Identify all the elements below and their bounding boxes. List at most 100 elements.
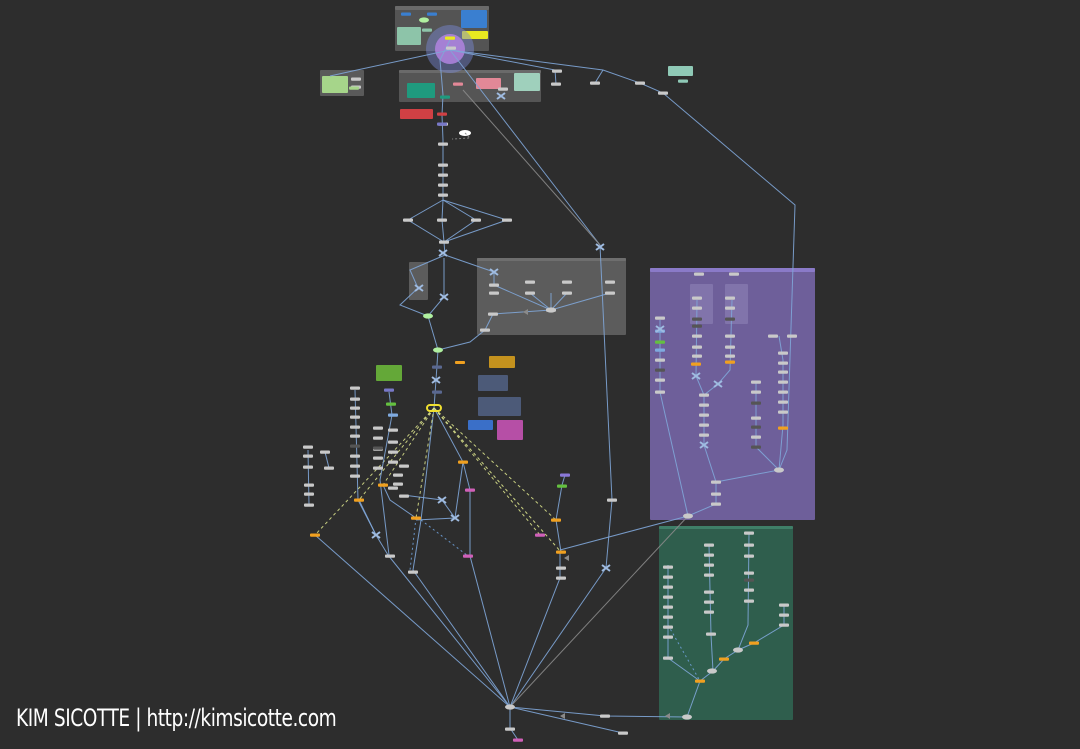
graph-node[interactable] — [350, 425, 360, 429]
graph-node[interactable] — [373, 446, 383, 450]
dot-node[interactable] — [733, 647, 743, 653]
graph-node[interactable] — [422, 28, 432, 32]
graph-node[interactable] — [350, 474, 360, 478]
graph-node[interactable] — [350, 444, 360, 448]
graph-node[interactable] — [525, 280, 535, 284]
merge-node[interactable] — [489, 268, 499, 276]
swatch-slate-wide-node[interactable] — [478, 397, 521, 416]
graph-node[interactable] — [551, 82, 561, 86]
graph-node[interactable] — [655, 390, 665, 394]
graph-node[interactable] — [385, 554, 395, 558]
graph-node[interactable] — [388, 440, 398, 444]
graph-node[interactable] — [699, 403, 709, 407]
graph-node[interactable] — [704, 590, 714, 594]
graph-node[interactable] — [373, 426, 383, 430]
graph-node[interactable] — [427, 12, 437, 16]
graph-node[interactable] — [590, 81, 600, 85]
backdrop-purple[interactable] — [650, 268, 815, 520]
graph-node[interactable] — [779, 623, 789, 627]
graph-node[interactable] — [350, 415, 360, 419]
graph-node[interactable] — [562, 280, 572, 284]
graph-node[interactable] — [432, 365, 442, 369]
graph-node[interactable] — [699, 393, 709, 397]
graph-node[interactable] — [678, 79, 688, 83]
graph-node[interactable] — [437, 218, 447, 222]
graph-node[interactable] — [704, 610, 714, 614]
graph-node[interactable] — [744, 588, 754, 592]
graph-node[interactable] — [393, 473, 403, 477]
graph-node[interactable] — [655, 348, 665, 352]
graph-node[interactable] — [778, 390, 788, 394]
graph-node[interactable] — [303, 445, 313, 449]
merge-node[interactable] — [437, 496, 447, 504]
graph-node[interactable] — [744, 554, 754, 558]
graph-node[interactable] — [691, 362, 701, 366]
graph-node[interactable] — [658, 91, 668, 95]
graph-node[interactable] — [399, 464, 409, 468]
graph-node[interactable] — [692, 296, 702, 300]
graph-node[interactable] — [513, 738, 523, 742]
graph-node[interactable] — [751, 435, 761, 439]
graph-node[interactable] — [618, 731, 628, 735]
graph-node[interactable] — [778, 426, 788, 430]
graph-node[interactable] — [704, 543, 714, 547]
graph-node[interactable] — [556, 550, 566, 554]
graph-node[interactable] — [699, 413, 709, 417]
graph-node[interactable] — [304, 503, 314, 507]
graph-node[interactable] — [349, 86, 359, 90]
graph-node[interactable] — [351, 77, 361, 81]
graph-node[interactable] — [453, 82, 463, 86]
merge-node[interactable] — [414, 284, 424, 292]
graph-node[interactable] — [388, 460, 398, 464]
graph-node[interactable] — [502, 218, 512, 222]
graph-node[interactable] — [505, 727, 515, 731]
backdrop-green[interactable] — [659, 526, 793, 720]
graph-node[interactable] — [388, 450, 398, 454]
graph-node[interactable] — [324, 466, 334, 470]
graph-node[interactable] — [725, 334, 735, 338]
merge-node[interactable] — [438, 249, 448, 257]
graph-node[interactable] — [711, 502, 721, 506]
graph-node[interactable] — [440, 95, 450, 99]
graph-node[interactable] — [699, 433, 709, 437]
graph-node[interactable] — [744, 543, 754, 547]
dot-node[interactable] — [433, 347, 443, 353]
graph-node[interactable] — [350, 406, 360, 410]
graph-node[interactable] — [439, 240, 449, 244]
graph-node[interactable] — [458, 460, 468, 464]
merge-node[interactable] — [691, 372, 701, 380]
graph-node[interactable] — [354, 498, 364, 502]
graph-node[interactable] — [749, 641, 759, 645]
swatch-gold-node[interactable] — [489, 356, 515, 368]
graph-node[interactable] — [663, 635, 673, 639]
graph-node[interactable] — [778, 410, 788, 414]
orange-small-node[interactable] — [455, 361, 465, 364]
merge-node[interactable] — [431, 376, 441, 384]
graph-node[interactable] — [692, 334, 702, 338]
graph-node[interactable] — [706, 632, 716, 636]
graph-node[interactable] — [535, 533, 545, 537]
graph-node[interactable] — [373, 466, 383, 470]
graph-node[interactable] — [663, 615, 673, 619]
graph-node[interactable] — [437, 112, 447, 116]
graph-node[interactable] — [778, 351, 788, 355]
swatch-teal-node[interactable] — [397, 27, 421, 45]
merge-node[interactable] — [595, 243, 605, 251]
graph-node[interactable] — [304, 483, 314, 487]
graph-node[interactable] — [787, 334, 797, 338]
graph-node[interactable] — [744, 571, 754, 575]
graph-node[interactable] — [695, 679, 705, 683]
graph-node[interactable] — [446, 46, 456, 50]
graph-node[interactable] — [551, 518, 561, 522]
graph-node[interactable] — [388, 413, 398, 417]
graph-node[interactable] — [304, 492, 314, 496]
swatch-mint-node[interactable] — [514, 73, 540, 91]
swatch-teal-dark-node[interactable] — [407, 83, 435, 98]
graph-node[interactable] — [600, 714, 610, 718]
graph-node[interactable] — [605, 280, 615, 284]
graph-node[interactable] — [704, 600, 714, 604]
graph-node[interactable] — [480, 328, 490, 332]
graph-node[interactable] — [438, 193, 448, 197]
graph-node[interactable] — [725, 345, 735, 349]
